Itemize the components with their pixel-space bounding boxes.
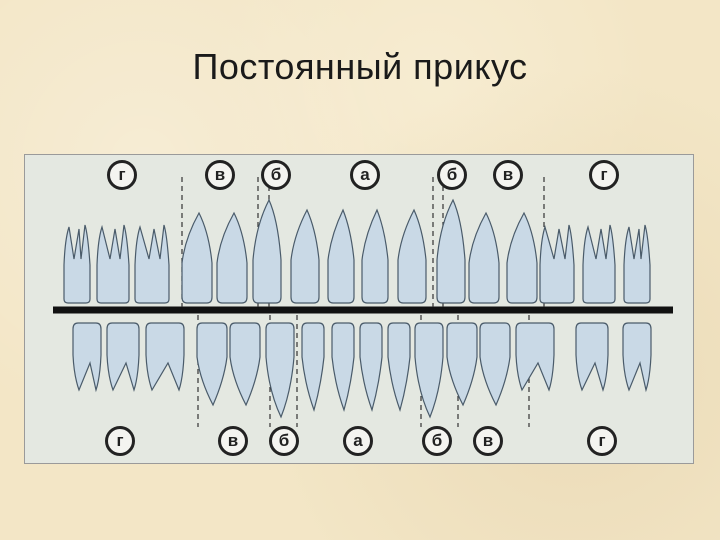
lower-incisor-tooth [387, 322, 411, 412]
lower-incisor-tooth [331, 322, 355, 412]
upper-molar-tooth [582, 224, 616, 304]
upper-label-premolars-left: в [205, 160, 235, 190]
upper-incisor-tooth [290, 208, 320, 304]
lower-premolar-tooth [229, 322, 261, 407]
upper-incisor-tooth [361, 208, 389, 304]
upper-molar-tooth [134, 224, 170, 304]
lower-label-canine-right: б [422, 426, 452, 456]
upper-canine-tooth [252, 198, 282, 304]
upper-incisor-tooth [397, 208, 427, 304]
lower-canine-tooth [265, 322, 295, 419]
slide-title: Постоянный прикус [192, 46, 528, 87]
lower-incisor-tooth [301, 322, 325, 412]
lower-molar-tooth [145, 322, 185, 392]
lower-label-incisors: а [343, 426, 373, 456]
upper-premolar-tooth [216, 211, 248, 304]
lower-label-premolars-right: в [473, 426, 503, 456]
upper-canine-tooth [436, 198, 466, 304]
lower-premolar-tooth [479, 322, 511, 407]
upper-premolar-tooth [468, 211, 500, 304]
lower-label-premolars-left: в [218, 426, 248, 456]
upper-label-canine-right: б [437, 160, 467, 190]
lower-incisor-tooth [359, 322, 383, 412]
upper-label-incisors: а [350, 160, 380, 190]
upper-label-premolars-right: в [493, 160, 523, 190]
dentition-diagram [24, 154, 694, 464]
upper-label-canine-left: б [261, 160, 291, 190]
lower-molar-tooth [575, 322, 609, 392]
upper-incisor-tooth [327, 208, 355, 304]
upper-premolar-tooth [506, 211, 538, 304]
lower-molar-tooth [72, 322, 102, 393]
lower-label-molars-left: г [105, 426, 135, 456]
lower-molar-tooth [106, 322, 140, 392]
lower-label-molars-right: г [587, 426, 617, 456]
upper-premolar-tooth [181, 211, 213, 304]
upper-molar-tooth [63, 224, 91, 304]
upper-label-molars-left: г [107, 160, 137, 190]
upper-molar-tooth [623, 224, 651, 304]
upper-molar-tooth [96, 224, 130, 304]
lower-molar-tooth [622, 322, 652, 393]
upper-label-molars-right: г [589, 160, 619, 190]
lower-label-canine-left: б [269, 426, 299, 456]
lower-premolar-tooth [196, 322, 228, 407]
upper-molar-tooth [539, 224, 575, 304]
lower-premolar-tooth [446, 322, 478, 407]
lower-molar-tooth [515, 322, 555, 392]
lower-canine-tooth [414, 322, 444, 419]
dentition-svg [53, 177, 673, 427]
